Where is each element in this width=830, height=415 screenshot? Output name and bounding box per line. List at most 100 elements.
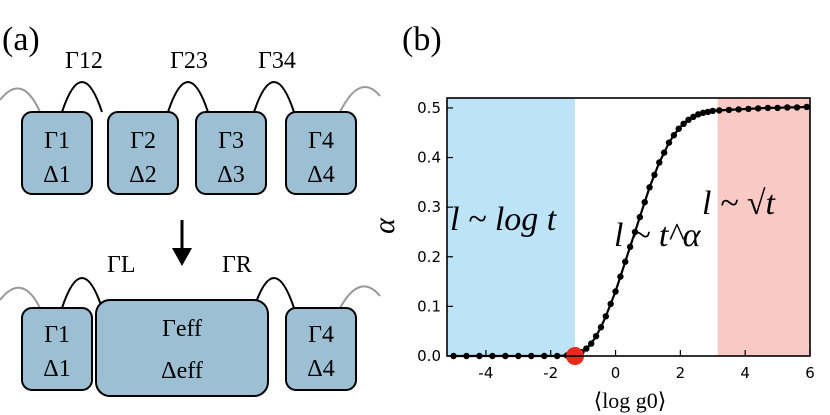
data-point xyxy=(612,288,619,295)
coupling-label-23: Γ23 xyxy=(170,48,208,74)
effective-site-gamma: Γeff xyxy=(162,316,202,342)
region-label-power: l ~ t^α xyxy=(614,217,702,254)
site-1-delta: Δ1 xyxy=(43,162,70,188)
coupling-arc-34 xyxy=(253,81,295,113)
region-diffusive xyxy=(717,98,810,356)
data-point xyxy=(690,113,697,121)
data-point xyxy=(651,171,658,179)
data-point xyxy=(583,345,590,352)
data-point xyxy=(774,104,781,112)
site-box-3 xyxy=(195,111,267,195)
side-link-right-top xyxy=(339,86,381,113)
x-tick-label: 2 xyxy=(676,364,686,382)
coupling-arc-left xyxy=(61,277,103,309)
site-bottom-1-gamma: Γ1 xyxy=(44,322,70,348)
data-point xyxy=(607,300,614,308)
x-tick-label: -4 xyxy=(478,364,493,382)
data-point xyxy=(764,104,772,112)
coupling-label-R: ΓR xyxy=(222,252,252,278)
coupling-label-34: Γ34 xyxy=(258,48,296,74)
data-point xyxy=(670,132,678,139)
site-2-delta: Δ2 xyxy=(129,162,156,188)
coupling-arc-right xyxy=(253,277,295,309)
plot-frame xyxy=(446,97,811,357)
data-point xyxy=(709,107,716,115)
y-tick-label: 0.4 xyxy=(417,149,441,167)
data-point xyxy=(735,106,742,113)
x-tick-label: 6 xyxy=(805,364,815,382)
y-tick-label: 0.0 xyxy=(417,347,441,365)
site-1-gamma: Γ1 xyxy=(44,128,70,154)
panel-b: (b) -4 -2 0 2 4 6 0.0 0.1 0.2 0.3 0.4 0.5 l ~ log t… xyxy=(368,21,815,413)
data-point xyxy=(725,106,733,114)
data-point xyxy=(588,340,595,347)
data-point xyxy=(617,273,624,280)
data-point xyxy=(626,243,634,251)
y-axis-label: α xyxy=(368,217,401,234)
data-point xyxy=(704,108,712,116)
panel-b-label: (b) xyxy=(402,21,442,58)
data-point xyxy=(592,332,600,340)
data-point xyxy=(602,313,610,320)
site-bottom-4-gamma: Γ4 xyxy=(308,322,334,348)
site-box-2 xyxy=(107,111,179,195)
site-box-4 xyxy=(285,111,357,195)
data-point xyxy=(665,139,673,146)
data-point xyxy=(656,159,663,166)
y-tick-label: 0.5 xyxy=(417,99,441,117)
coupling-arc-23 xyxy=(167,81,209,113)
x-tick-label: 0 xyxy=(611,364,621,382)
data-point xyxy=(685,116,692,124)
data-point xyxy=(675,125,682,132)
side-link-right-bottom xyxy=(339,285,381,309)
data-point xyxy=(754,105,762,112)
side-link-left-bottom xyxy=(0,286,41,309)
chart-ticks: -4 -2 0 2 4 6 0.0 0.1 0.2 0.3 0.4 0.5 xyxy=(417,99,815,382)
data-point xyxy=(784,104,791,111)
panel-a-label: (a) xyxy=(2,21,40,58)
site-bottom-4-delta: Δ4 xyxy=(307,356,334,382)
chart-curve xyxy=(450,103,810,365)
data-point xyxy=(631,228,639,236)
x-tick-label: -2 xyxy=(543,364,558,382)
region-label-log: l ~ log t xyxy=(450,201,558,238)
x-tick-label: 4 xyxy=(740,364,750,382)
site-3-gamma: Γ3 xyxy=(218,128,244,154)
side-link-left-top xyxy=(0,87,41,113)
data-point xyxy=(793,104,801,111)
site-box-bottom-1 xyxy=(21,307,93,391)
data-point xyxy=(716,107,723,114)
y-tick-label: 0.3 xyxy=(417,198,441,216)
effective-site-box xyxy=(95,299,269,397)
data-point xyxy=(745,105,752,113)
y-tick-label: 0.2 xyxy=(417,248,441,266)
site-bottom-1-delta: Δ1 xyxy=(43,356,70,382)
y-tick-label: 0.1 xyxy=(417,297,441,315)
coupling-arc-12 xyxy=(61,81,103,113)
region-logarithmic xyxy=(447,98,576,356)
site-2-gamma: Γ2 xyxy=(130,128,156,154)
effective-site-delta: Δeff xyxy=(161,358,203,384)
renormalization-arrow-head xyxy=(172,248,192,266)
site-box-1 xyxy=(21,111,93,195)
data-point xyxy=(803,103,810,111)
data-point xyxy=(636,213,644,221)
data-point xyxy=(699,109,707,117)
data-point xyxy=(622,258,629,265)
data-point xyxy=(694,111,702,118)
data-point xyxy=(646,184,653,191)
x-axis-label: ⟨log g0⟩ xyxy=(594,388,667,413)
site-4-gamma: Γ4 xyxy=(308,128,334,154)
panel-a: (a) Γ12 Γ23 Γ34 Γ1 Δ1 Γ2 Δ2 Γ3 Δ3 Γ4 Δ4 xyxy=(0,21,381,397)
data-point xyxy=(660,149,668,156)
data-point xyxy=(641,198,648,206)
data-point xyxy=(680,120,687,128)
site-4-delta: Δ4 xyxy=(307,162,334,188)
site-3-delta: Δ3 xyxy=(217,162,244,188)
coupling-label-12: Γ12 xyxy=(65,48,103,74)
data-point xyxy=(597,324,605,331)
coupling-label-L: ΓL xyxy=(107,252,136,278)
region-label-sqrt: l ~ √t xyxy=(702,185,777,222)
site-box-bottom-4 xyxy=(285,307,357,391)
